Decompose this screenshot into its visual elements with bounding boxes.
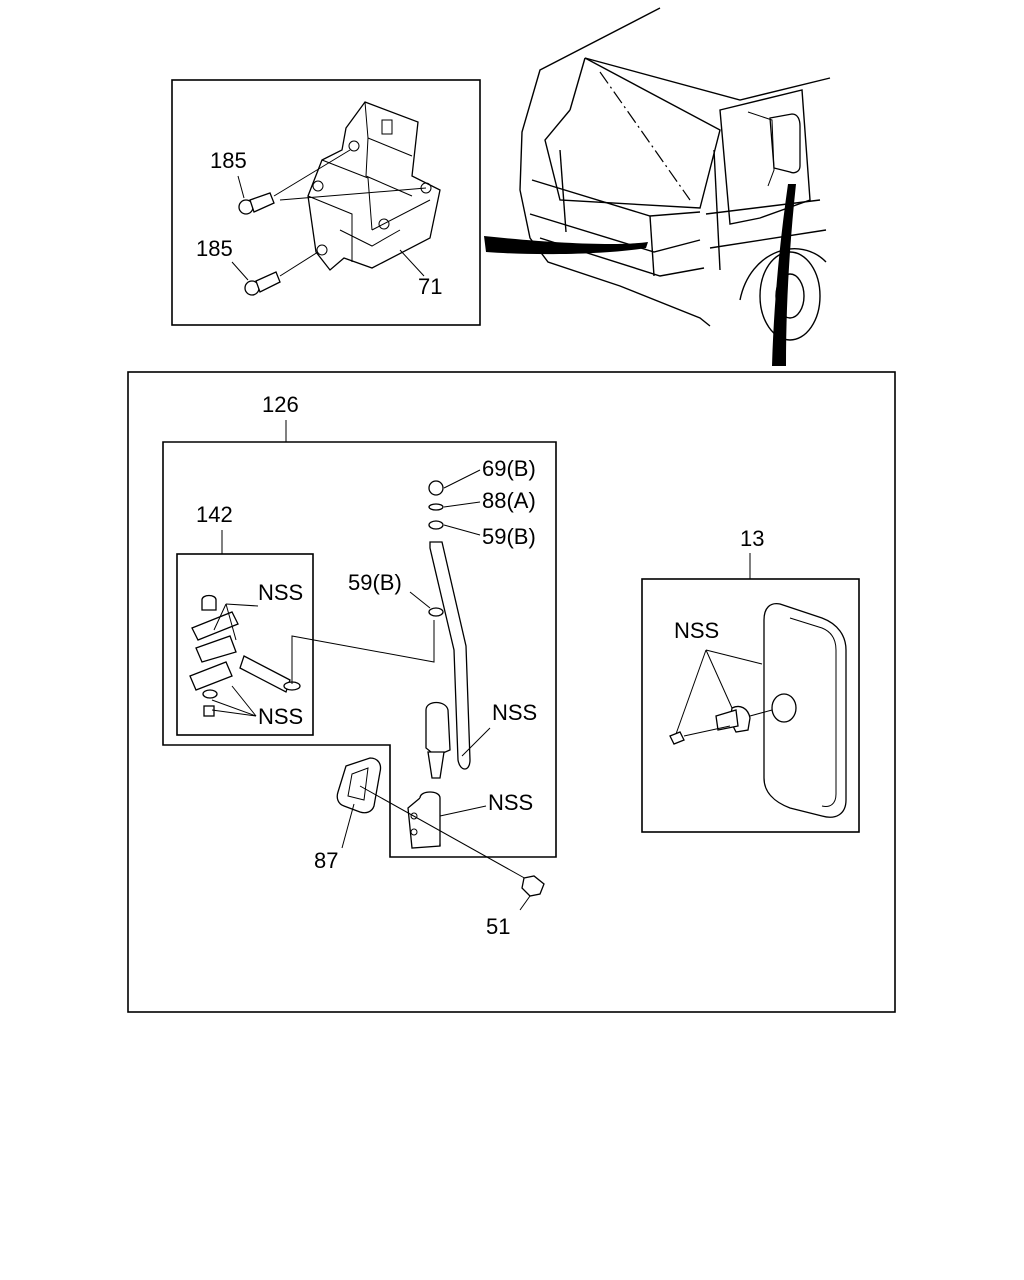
leader-185b [231,261,249,281]
label-88a: 88(A) [482,488,536,513]
bracket-inset: 185 185 71 [171,79,481,326]
label-nss-142-top: NSS [258,580,303,605]
pointer-arrow-right [772,184,796,366]
label-185-upper: 185 [210,148,247,173]
truck-illustration [484,7,831,366]
connector-142-arm [291,620,435,684]
label-185-lower: 185 [196,236,233,261]
label-126: 126 [262,392,299,417]
bolt-185-upper [238,149,351,215]
label-59b-mid: 59(B) [348,570,402,595]
label-nss-142-bottom: NSS [258,704,303,729]
label-71: 71 [418,274,442,299]
bolt-51 [359,785,545,911]
leader-71 [399,249,425,277]
label-87: 87 [314,848,338,873]
mirror-arm [409,469,491,779]
bolt-185-lower [244,251,319,296]
pointer-arrow-left [484,236,648,255]
label-nss-base: NSS [488,790,533,815]
label-nss-arm: NSS [492,700,537,725]
base-bracket [407,791,487,849]
assembly-142-frame [176,553,314,736]
label-nss-mirror: NSS [674,618,719,643]
bracket-71 [307,101,441,271]
main-frame [127,371,896,1013]
label-13: 13 [740,526,764,551]
label-69b: 69(B) [482,456,536,481]
label-59b-top: 59(B) [482,524,536,549]
gasket-87 [336,757,382,849]
bracket-142-parts [189,594,301,717]
assembly-126-frame [162,441,557,858]
label-51: 51 [486,914,510,939]
leader-185a [237,175,245,199]
label-142: 142 [196,502,233,527]
inset-frame [171,79,481,326]
mirror-head [669,602,847,818]
